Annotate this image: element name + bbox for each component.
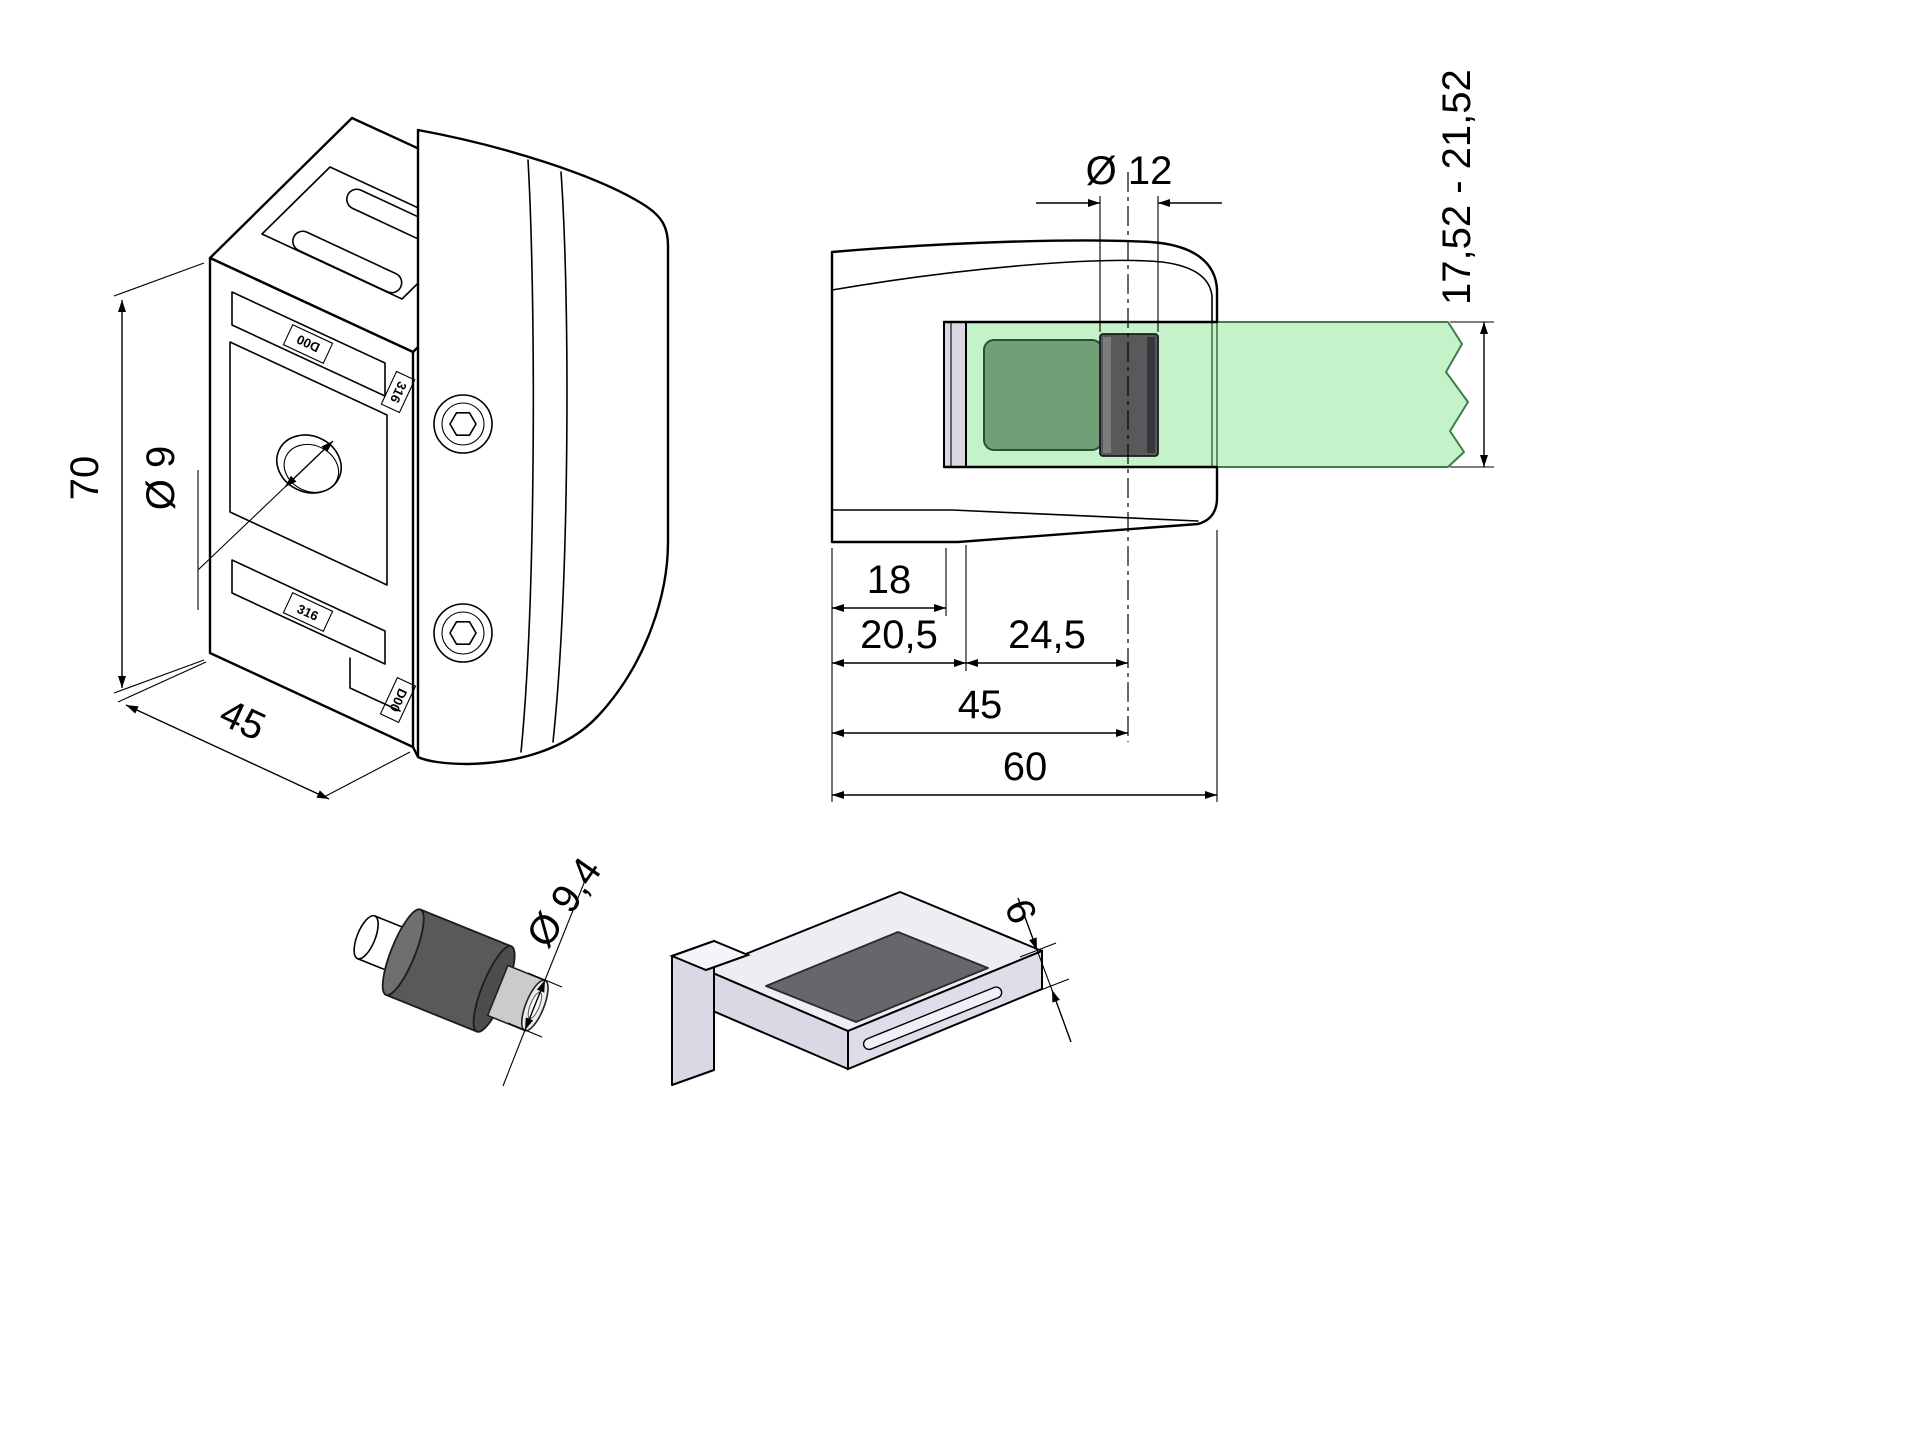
side-gasket-strip bbox=[943, 321, 967, 468]
pin-rubber-body bbox=[381, 908, 516, 1033]
dim-18: 18 bbox=[832, 558, 946, 612]
side-pressure-pad bbox=[983, 339, 1103, 451]
gasket-slot bbox=[862, 986, 1003, 1051]
side-clamp-inner-bottom-edge bbox=[831, 509, 1199, 522]
iso-shell-curve-1 bbox=[520, 159, 535, 753]
dim-text-height: 70 bbox=[63, 456, 107, 501]
dim-text-18: 18 bbox=[867, 558, 912, 602]
side-clamp-inner-top-edge bbox=[831, 259, 1213, 323]
dim-bottom-stack: 18 20,5 24,5 45 60 bbox=[831, 530, 1218, 802]
iso-screw-upper bbox=[433, 394, 493, 454]
isometric-view: D00 316 316 D00 70 45 bbox=[63, 116, 670, 800]
dim-glass-thickness: 17,52 - 21,52 bbox=[1435, 69, 1494, 468]
dim-text-hole: Ø 9 bbox=[139, 446, 183, 510]
gasket-rubber-pad bbox=[765, 931, 989, 1023]
pin-view: Ø 9,4 bbox=[353, 850, 610, 1087]
dim-text-24-5: 24,5 bbox=[1008, 613, 1086, 657]
pin-highlight bbox=[1103, 337, 1111, 453]
dim-pin-dia-9-4: Ø 9,4 bbox=[502, 850, 610, 1087]
side-view: Ø 12 17,52 - 21,52 18 20,5 bbox=[830, 69, 1494, 802]
dim-text-60: 60 bbox=[1003, 745, 1048, 789]
iso-screw-lower bbox=[433, 603, 493, 663]
dim-text-pin-dia: Ø 12 bbox=[1086, 149, 1173, 193]
dim-text-glass-range: 17,52 - 21,52 bbox=[1435, 69, 1479, 305]
dim-text-depth: 45 bbox=[213, 691, 272, 750]
iso-outer-shell bbox=[416, 128, 670, 766]
gasket-view: 6 bbox=[669, 891, 1072, 1086]
hex-socket-icon bbox=[449, 411, 477, 437]
iso-front-notch bbox=[349, 657, 401, 712]
iso-shell-curve-2 bbox=[552, 171, 568, 743]
dim-60: 60 bbox=[832, 745, 1217, 799]
hex-socket-icon bbox=[449, 620, 477, 646]
dim-text-pin-9-4: Ø 9,4 bbox=[518, 850, 610, 955]
side-locating-pin bbox=[1099, 333, 1159, 457]
dim-text-45: 45 bbox=[958, 683, 1003, 727]
dim-45: 45 bbox=[832, 683, 1128, 737]
dim-text-gasket-6: 6 bbox=[996, 894, 1045, 930]
dim-height-70: 70 bbox=[63, 262, 205, 694]
iso-bottom-join-edge bbox=[411, 745, 420, 759]
dim-24-5: 24,5 bbox=[966, 613, 1128, 667]
iso-front-bottom-slot bbox=[231, 559, 386, 665]
dim-20-5: 20,5 bbox=[832, 613, 966, 667]
dim-hole-dia-9: Ø 9 bbox=[139, 440, 334, 610]
gasket-flange-top bbox=[669, 939, 751, 972]
iso-channel-slot-2 bbox=[292, 230, 403, 294]
dim-text-20-5: 20,5 bbox=[860, 613, 938, 657]
pin-shadow bbox=[1147, 337, 1155, 453]
dim-pin-dia-12: Ø 12 bbox=[1036, 149, 1222, 332]
